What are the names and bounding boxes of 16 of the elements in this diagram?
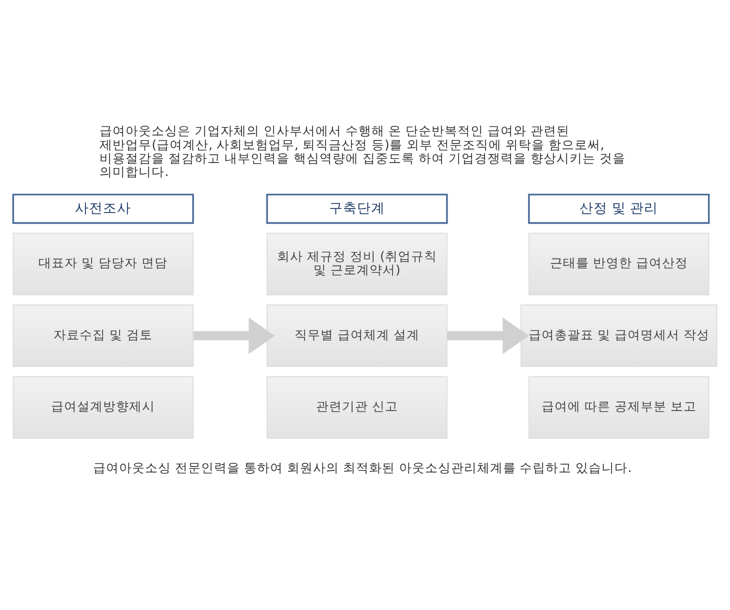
node-box: 급여설계방향제시 — [12, 376, 194, 439]
node-box: 관련기관 신고 — [266, 376, 448, 439]
arrow — [447, 317, 529, 354]
node-box: 직무별 급여체계 설계 — [266, 304, 448, 368]
node-box: 근태를 반영한 급여산정 — [528, 232, 710, 296]
label: 급여아웃소싱은 기업자체의 인사부서에서 수행해 온 단순반복적인 급여와 관련된 제반업무(급여계산, 사회보험업무, 퇴직금산정 등)를 외부 전문조직에 위탁을 함으로써, 비용절감을 절감하고 내부인력을 핵심역량에 집중도록 하여 기업경쟁력을 향상시키는 것을 의미합니다. — [100, 123, 626, 180]
node-box: 사전조사 — [12, 194, 194, 224]
label: 급여아웃소싱 전문인력을 통하여 회원사의 최적화된 아웃소싱관리체계를 수립하고 있습니다. — [92, 460, 632, 476]
node-box: 대표자 및 담당자 면담 — [12, 232, 194, 296]
node-box: 회사 제규정 정비 (취업규칙 및 근로계약서) — [266, 232, 448, 296]
node-box: 산정 및 관리 — [528, 194, 710, 224]
node-box: 구축단계 — [266, 194, 448, 224]
node-box: 급여에 따른 공제부분 보고 — [528, 376, 710, 439]
arrow — [193, 317, 275, 354]
node-box: 자료수집 및 검토 — [12, 304, 194, 368]
node-box: 급여총괄표 및 급여명세서 작성 — [520, 304, 718, 368]
